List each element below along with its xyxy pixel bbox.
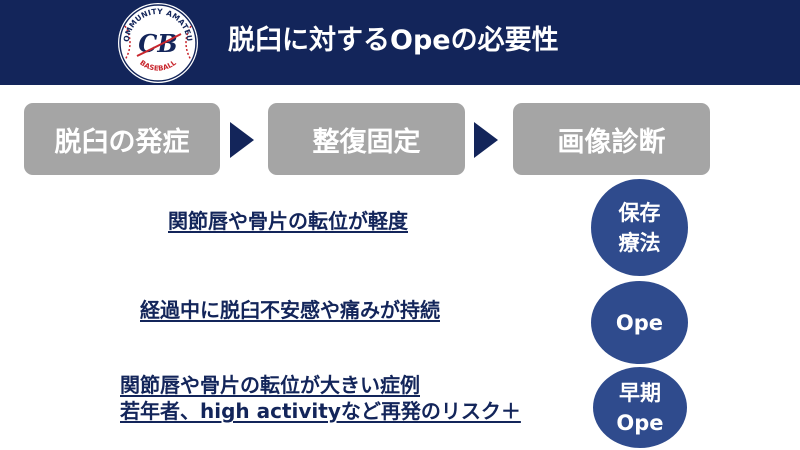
result-line: Ope — [616, 410, 664, 435]
flow-step-reduction: 整復固定 — [268, 103, 465, 175]
result-ope: Ope — [591, 281, 688, 364]
result-line: 療法 — [618, 230, 661, 255]
condition-persistent-instability: 経過中に脱臼不安感や痛みが持続 — [140, 298, 440, 322]
result-line: Ope — [615, 310, 664, 335]
flow-step-onset: 脱臼の発症 — [24, 103, 220, 175]
condition-line: 関節唇や骨片の転位が大きい症例 — [120, 373, 420, 397]
flow-step-imaging: 画像診断 — [513, 103, 710, 175]
logo-monogram: CB — [138, 29, 177, 58]
baseball-logo-icon: COMMUNITY AMATEUR BASEBALL CB — [117, 2, 198, 83]
condition-large-displacement: 関節唇や骨片の転位が大きい症例 若年者、high activityなど再発のリス… — [120, 372, 521, 424]
result-line: 早期 — [619, 380, 661, 405]
condition-line: 若年者、high activityなど再発のリスク＋ — [120, 399, 521, 423]
result-line: 保存 — [618, 200, 661, 225]
header-bar: COMMUNITY AMATEUR BASEBALL CB 脱臼に対するOpeの… — [0, 0, 800, 85]
result-conservative-therapy: 保存 療法 — [591, 179, 688, 276]
flow-arrow-right-icon — [230, 122, 254, 158]
condition-mild-displacement: 関節唇や骨片の転位が軽度 — [168, 209, 408, 233]
result-early-ope: 早期 Ope — [593, 367, 687, 448]
page-title: 脱臼に対するOpeの必要性 — [228, 25, 559, 56]
flow-arrow-right-icon — [474, 122, 498, 158]
